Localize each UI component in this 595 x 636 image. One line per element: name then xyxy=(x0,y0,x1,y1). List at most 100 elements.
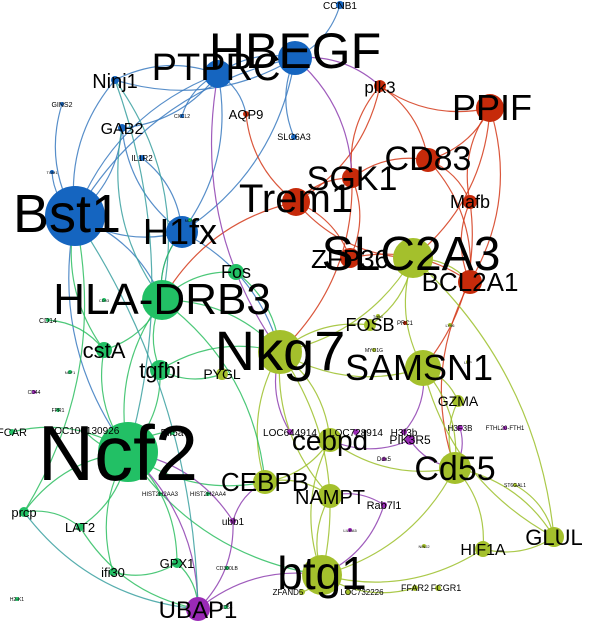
node-nampt[interactable] xyxy=(318,484,342,508)
node-cd55[interactable] xyxy=(439,452,471,484)
node-lilra5[interactable] xyxy=(348,528,352,532)
node-ifi30[interactable] xyxy=(109,568,117,576)
node-aqp9[interactable] xyxy=(243,111,249,117)
node-bst1[interactable] xyxy=(45,186,105,246)
node-prcp[interactable] xyxy=(19,507,29,517)
node-gins2[interactable] xyxy=(60,102,64,106)
node-hist2h2aa4[interactable] xyxy=(206,492,210,496)
node-hist2h2aa3[interactable] xyxy=(158,492,162,496)
node-pygl[interactable] xyxy=(216,368,228,380)
node-bcl2a1[interactable] xyxy=(458,270,482,294)
node-zfand5[interactable] xyxy=(299,589,305,595)
node-cd44[interactable] xyxy=(32,390,36,394)
node-il1r2[interactable] xyxy=(139,155,145,161)
node-tgfb1[interactable] xyxy=(376,314,380,318)
node-ubb1[interactable] xyxy=(230,518,236,524)
node-h3f3b[interactable] xyxy=(401,429,407,435)
node-btg1[interactable] xyxy=(302,555,342,595)
node-hif1a[interactable] xyxy=(475,541,491,557)
node-samsn1[interactable] xyxy=(405,350,441,386)
node-fcar[interactable] xyxy=(9,429,15,435)
node-gpx1[interactable] xyxy=(172,558,182,568)
node-ccnb1[interactable] xyxy=(336,1,344,9)
node-nkg7[interactable] xyxy=(258,330,302,374)
node-cd14[interactable] xyxy=(46,318,50,322)
node-plk3[interactable] xyxy=(374,80,386,92)
node-cxcl2[interactable] xyxy=(180,114,184,118)
node-fos[interactable] xyxy=(228,264,244,280)
node-tgm1[interactable] xyxy=(50,170,54,174)
node-pik3r5[interactable] xyxy=(405,435,415,445)
node-loc732226[interactable] xyxy=(345,589,351,595)
node-label-samsn1: SAMSN1 xyxy=(345,347,493,388)
node-label-nampt: NAMPT xyxy=(295,487,365,509)
node-slc6a3[interactable] xyxy=(291,134,297,140)
node-cd83[interactable] xyxy=(416,148,440,172)
node-label-cd55: Cd55 xyxy=(414,450,495,488)
node-label-trem1: Trem1 xyxy=(239,177,353,221)
node-csta[interactable] xyxy=(96,342,112,358)
node-gzma[interactable] xyxy=(452,395,464,407)
node-label-ncf4: NCF4 xyxy=(185,218,196,223)
node-zfp36[interactable] xyxy=(340,248,360,268)
node-ffar2[interactable] xyxy=(412,585,418,591)
node-cd300lb[interactable] xyxy=(225,566,229,570)
node-hla-drb3[interactable] xyxy=(142,280,182,320)
node-label-bst1: Bst1 xyxy=(13,184,121,244)
node-prc1[interactable] xyxy=(403,321,407,325)
node-tgfbi[interactable] xyxy=(150,360,170,380)
node-h2-k1[interactable] xyxy=(15,597,19,601)
node-glul[interactable] xyxy=(544,527,564,547)
node-st6gal1[interactable] xyxy=(513,483,517,487)
node-loc728914[interactable] xyxy=(353,429,359,435)
node-fosb[interactable] xyxy=(364,319,376,331)
node-fpr1[interactable] xyxy=(56,408,60,412)
node-ppif[interactable] xyxy=(476,94,504,122)
node-label-slc2a3: SLC2A3 xyxy=(322,228,501,281)
edge-n2-n15 xyxy=(181,73,223,233)
node-h1fx[interactable] xyxy=(166,216,198,248)
node-gab2[interactable] xyxy=(118,124,126,132)
node-fcgr1[interactable] xyxy=(435,585,441,591)
node-ncf2[interactable] xyxy=(98,422,158,482)
node-label-il1r2: IL1R2 xyxy=(131,154,153,163)
node-h3f3b[interactable] xyxy=(457,425,463,431)
node-hbegf[interactable] xyxy=(278,41,312,75)
node-label-ncf2: Ncf2 xyxy=(38,409,198,497)
node-lat2[interactable] xyxy=(76,523,84,531)
node-cd53[interactable] xyxy=(224,605,228,609)
node-label-lbp: LBP xyxy=(464,360,472,365)
node-cebpb[interactable] xyxy=(253,470,277,494)
node-rab7l1[interactable] xyxy=(381,502,387,508)
node-ncf1[interactable] xyxy=(68,370,72,374)
node-label-ubb1: ubb1 xyxy=(222,517,245,528)
node-loc644914[interactable] xyxy=(287,429,293,435)
node-ptprc[interactable] xyxy=(204,60,232,88)
node-sgk1[interactable] xyxy=(342,168,362,188)
edge-n12-n22 xyxy=(279,177,353,353)
edge-n35-n36 xyxy=(23,510,81,528)
node-loc100130926[interactable] xyxy=(81,427,87,433)
node-myo1g[interactable] xyxy=(372,348,376,352)
node-ly96[interactable] xyxy=(448,323,452,327)
node-ninj2[interactable] xyxy=(422,544,426,548)
node-ncf4[interactable] xyxy=(188,218,192,222)
node-cebpd[interactable] xyxy=(318,428,342,452)
node-slc2a3[interactable] xyxy=(393,238,433,278)
node-ninj1[interactable] xyxy=(111,76,119,84)
node-label-rab7l1: Rab7l1 xyxy=(367,500,402,512)
node-eif5a[interactable] xyxy=(169,429,175,435)
node-mafb[interactable] xyxy=(463,195,477,209)
node-fthl20-fth1[interactable] xyxy=(503,426,507,430)
node-cd93[interactable] xyxy=(102,298,106,302)
node-label-h3f3b: H3f3b xyxy=(391,428,418,439)
edge-n18-n42 xyxy=(412,257,555,538)
node-lbp[interactable] xyxy=(466,360,470,364)
node-ddx5[interactable] xyxy=(382,457,386,461)
node-label-lilra5: LILRA5 xyxy=(343,528,357,533)
node-ubap1[interactable] xyxy=(186,597,210,621)
node-label-ifi30: ifi30 xyxy=(101,565,125,580)
edge-n10-n18 xyxy=(412,107,491,259)
node-trem1[interactable] xyxy=(282,188,310,216)
